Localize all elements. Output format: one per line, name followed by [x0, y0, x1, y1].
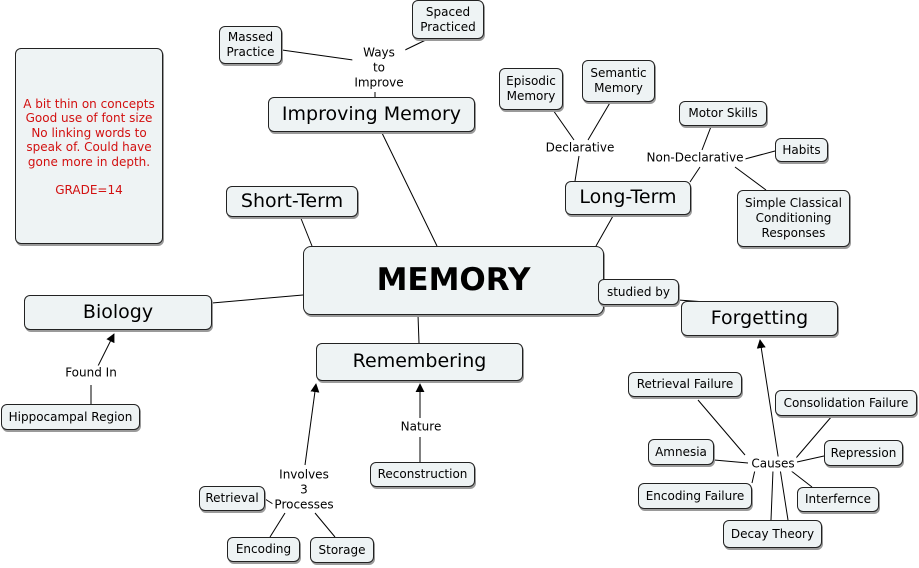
decay-theory-node[interactable]: Decay Theory	[723, 520, 822, 548]
hippocampal-region-node[interactable]: Hippocampal Region	[1, 404, 140, 430]
reconstruction-node[interactable]: Reconstruction	[370, 462, 475, 487]
link-causes: Causes	[749, 456, 797, 472]
encoding-failure-node[interactable]: Encoding Failure	[638, 483, 752, 509]
interfernce-node[interactable]: Interfernce	[797, 487, 879, 512]
massed-practice-node[interactable]: Massed Practice	[219, 26, 282, 64]
amnesia-node[interactable]: Amnesia	[648, 439, 714, 465]
note-comment: A bit thin on concepts Good use of font …	[23, 97, 155, 169]
link-nature: Nature	[398, 419, 444, 435]
forgetting-node[interactable]: Forgetting	[681, 301, 838, 336]
note-grade: GRADE=14	[55, 182, 123, 197]
storage-node[interactable]: Storage	[310, 537, 374, 563]
studied-by-node[interactable]: studied by	[598, 279, 679, 305]
short-term-node[interactable]: Short-Term	[226, 186, 358, 217]
repression-node[interactable]: Repression	[824, 440, 903, 466]
encoding-node[interactable]: Encoding	[227, 537, 300, 562]
link-declarative: Declarative	[543, 140, 617, 156]
link-non-declarative: Non-Declarative	[644, 150, 746, 166]
consolidation-failure-node[interactable]: Consolidation Failure	[775, 390, 917, 416]
retrieval-node[interactable]: Retrieval	[199, 486, 265, 511]
long-term-node[interactable]: Long-Term	[565, 181, 691, 215]
improving-memory-node[interactable]: Improving Memory	[268, 97, 475, 132]
semantic-memory-node[interactable]: Semantic Memory	[582, 60, 655, 102]
grading-note[interactable]: A bit thin on concepts Good use of font …	[15, 48, 163, 244]
habits-node[interactable]: Habits	[775, 138, 828, 162]
simple-classical-node[interactable]: Simple Classical Conditioning Responses	[737, 190, 850, 247]
link-ways-to-improve: Ways to Improve	[352, 45, 406, 91]
remembering-node[interactable]: Remembering	[316, 343, 523, 381]
spaced-practiced-node[interactable]: Spaced Practiced	[412, 0, 484, 39]
link-involves-3-processes: Involves 3 Processes	[272, 467, 336, 513]
biology-node[interactable]: Biology	[24, 295, 212, 330]
memory-node[interactable]: MEMORY	[303, 246, 604, 315]
link-found-in: Found In	[63, 365, 119, 381]
motor-skills-node[interactable]: Motor Skills	[679, 101, 767, 126]
episodic-memory-node[interactable]: Episodic Memory	[499, 68, 563, 110]
retrieval-failure-node[interactable]: Retrieval Failure	[628, 372, 742, 397]
